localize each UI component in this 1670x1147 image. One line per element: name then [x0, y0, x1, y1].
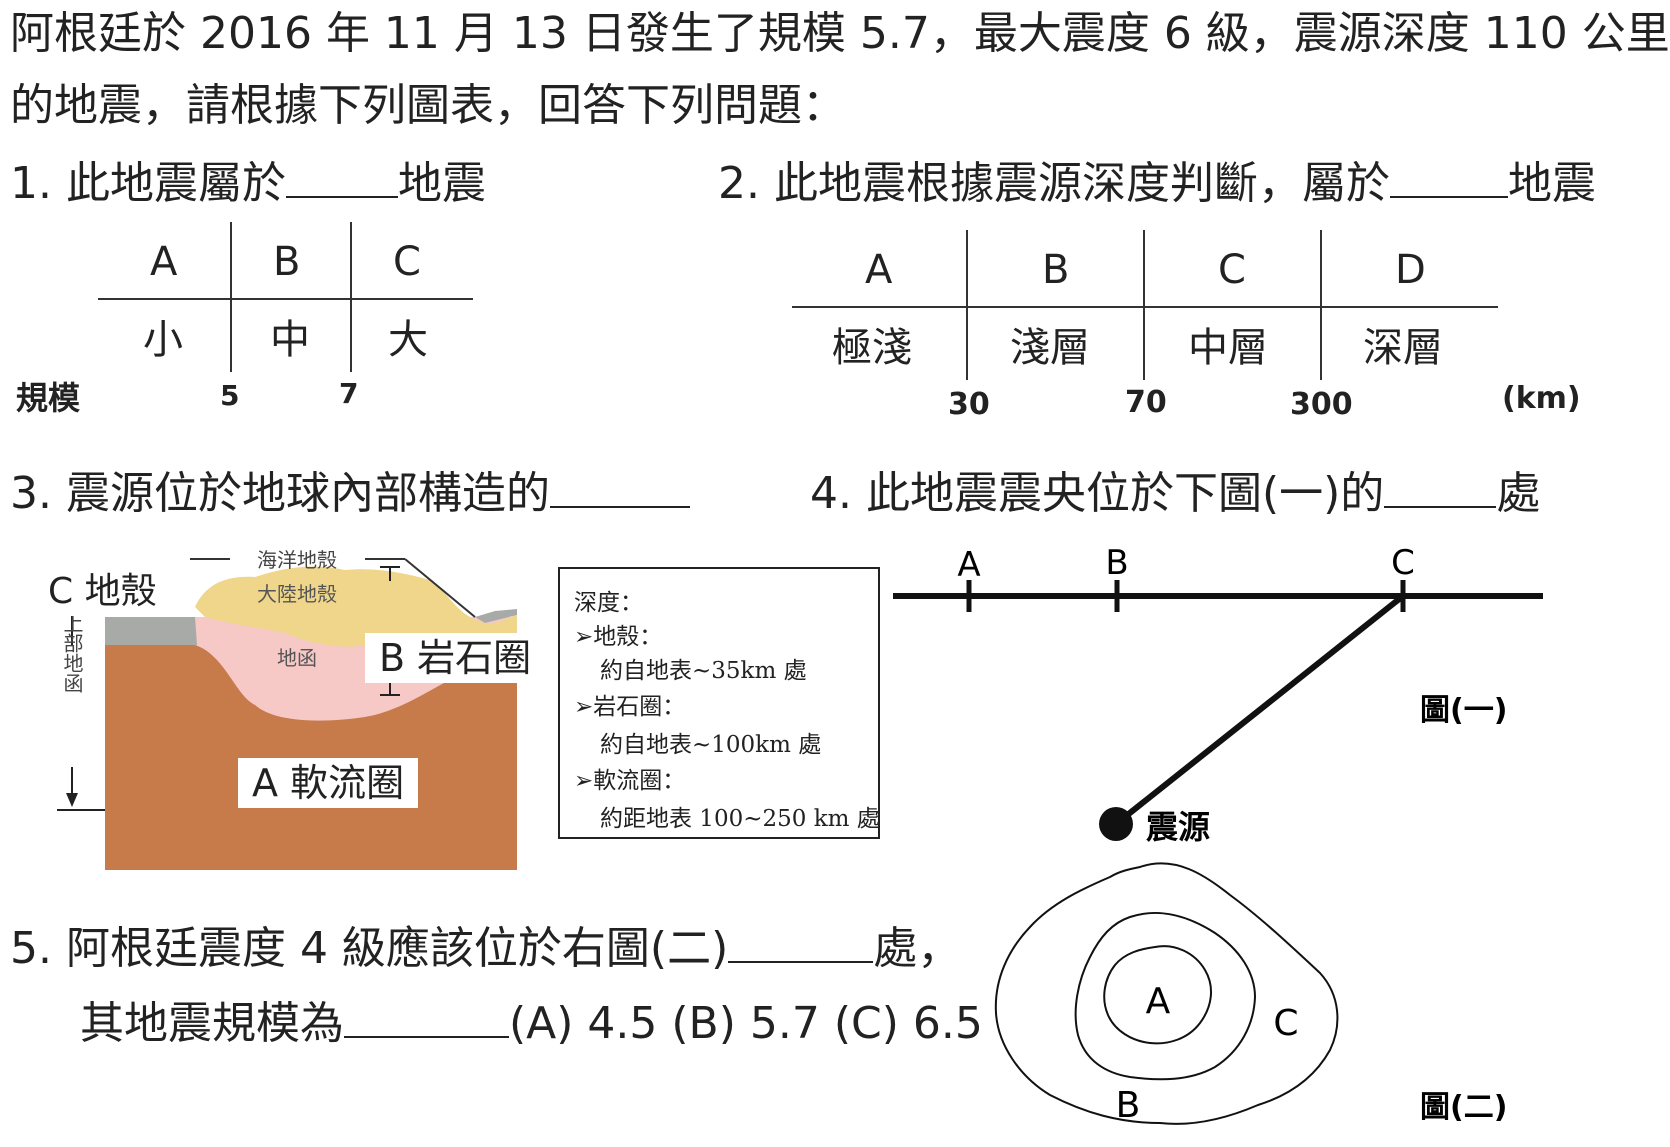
depth-cell-very-shallow: 極淺 [832, 325, 912, 371]
zone-b-label: B [1116, 1085, 1141, 1126]
magnitude-header-a: A [150, 239, 178, 285]
intensity-zone-c-boundary [994, 862, 1339, 1125]
legend-asthenosphere-name: 軟流圈： [593, 768, 686, 794]
upper-mantle-text: 上部地函 [60, 613, 84, 693]
legend-bullet-icon: ➢ [574, 624, 594, 650]
figure-2-caption: 圖(二) [1420, 1090, 1507, 1125]
depth-tick-300: 300 [1290, 387, 1353, 422]
figure-1-caption: 圖(一) [1420, 693, 1507, 728]
question-5-suffix: 處， [873, 923, 962, 974]
legend-lithosphere-name: 岩石圈： [593, 694, 686, 720]
depth-cell-intermediate: 中層 [1188, 325, 1268, 371]
depth-table-line-1 [966, 230, 968, 380]
continental-crust-layer [195, 566, 517, 651]
oceanic-crust-pointer [404, 558, 476, 618]
depth-cell-deep: 深層 [1363, 325, 1443, 371]
magnitude-table-line-1 [230, 222, 232, 372]
legend-title: 深度： [574, 590, 643, 616]
point-b-label: B [1105, 543, 1128, 583]
depth-legend: 深度： ➢地殼： 約自地表~35km 處 ➢岩石圈： 約自地表~100km 處 … [558, 567, 880, 839]
question-5-blank-1[interactable] [728, 925, 874, 963]
continental-crust-text: 大陸地殼 [257, 582, 337, 606]
point-c-label: C [1391, 543, 1415, 583]
question-3: 3. 震源位於地球內部構造的 [10, 470, 690, 516]
magnitude-header-c: C [393, 239, 421, 285]
magnitude-table-divider [98, 298, 473, 300]
question-1-suffix: 地震 [397, 158, 486, 209]
magnitude-header-b: B [273, 239, 301, 285]
legend-item-lithosphere: ➢岩石圈： [574, 687, 685, 721]
question-5-magnitude-text: 其地震規模為 [80, 998, 344, 1049]
depth-tick-70: 70 [1125, 385, 1167, 420]
question-3-blank[interactable] [549, 470, 690, 508]
magnitude-cell-medium: 中 [270, 317, 310, 363]
question-1: 1. 此地震屬於 地震 [10, 160, 486, 206]
depth-unit: (km) [1502, 381, 1581, 416]
question-1-blank[interactable] [285, 160, 398, 198]
legend-item-asthenosphere: ➢軟流圈： [574, 761, 685, 795]
oceanic-crust-text: 海洋地殼 [257, 548, 337, 572]
legend-bullet-icon: ➢ [574, 694, 594, 720]
question-4-suffix: 處 [1496, 468, 1541, 519]
label-crust-c: C 地殼 [40, 568, 165, 616]
focus-line [1114, 593, 1405, 827]
legend-crust-name: 地殼： [593, 624, 663, 650]
focus-label: 震源 [1146, 808, 1210, 846]
focus-point [1099, 807, 1133, 841]
depth-header-d: D [1395, 247, 1426, 293]
magnitude-cell-large: 大 [388, 317, 428, 363]
depth-header-c: C [1218, 247, 1246, 293]
depth-cell-shallow: 淺層 [1010, 325, 1090, 371]
depth-tick-30: 30 [948, 387, 990, 422]
magnitude-tick-5: 5 [220, 379, 240, 412]
zone-c-label: C [1273, 1003, 1298, 1044]
question-2-blank[interactable] [1389, 160, 1508, 198]
intensity-zone-a-boundary [1103, 945, 1212, 1045]
depth-table-divider [792, 306, 1498, 308]
oceanic-crust-layer [105, 617, 197, 645]
magnitude-axis-label: 規模 [16, 379, 81, 417]
question-2-suffix: 地震 [1507, 158, 1596, 209]
question-5-options: (A) 4.5 (B) 5.7 (C) 6.5 [509, 998, 983, 1049]
point-a-label: A [957, 545, 980, 585]
question-5-line-2: 其地震規模為 (A) 4.5 (B) 5.7 (C) 6.5 [80, 1000, 983, 1046]
legend-asthenosphere-desc: 約距地表 100~250 km 處 [600, 806, 880, 832]
question-5-blank-2[interactable] [344, 1000, 509, 1038]
question-5-line-1: 5. 阿根廷震度 4 級應該位於右圖(二) 處， [10, 925, 961, 971]
legend-crust-desc: 約自地表~35km 處 [600, 658, 807, 684]
intro-line-2: 的地震，請根據下列圖表，回答下列問題： [10, 80, 846, 131]
figure-1-epicenter: A B C 震源 圖(一) [893, 543, 1543, 846]
magnitude-table-line-2 [350, 222, 352, 372]
label-asthenosphere-a: A 軟流圈 [238, 758, 419, 808]
question-4-blank[interactable] [1384, 470, 1497, 508]
down-arrow-icon [66, 793, 78, 807]
question-4: 4. 此地震震央位於下圖(一)的 處 [810, 470, 1540, 516]
depth-table-line-3 [1320, 230, 1322, 380]
question-3-text: 3. 震源位於地球內部構造的 [10, 468, 550, 519]
zone-a-label: A [1146, 981, 1171, 1022]
mantle-text: 地函 [277, 646, 317, 670]
intro-line-1: 阿根廷於 2016 年 11 月 13 日發生了規模 5.7，最大震度 6 級，… [10, 8, 1670, 59]
magnitude-cell-small: 小 [143, 317, 183, 363]
legend-item-crust: ➢地殼： [574, 617, 662, 651]
question-1-text: 1. 此地震屬於 [10, 158, 286, 209]
question-4-text: 4. 此地震震央位於下圖(一)的 [810, 468, 1385, 519]
legend-bullet-icon: ➢ [574, 768, 594, 794]
question-2: 2. 此地震根據震源深度判斷，屬於 地震 [718, 160, 1596, 206]
oceanic-crust-right [475, 609, 517, 623]
depth-table-line-2 [1143, 230, 1145, 380]
intensity-zone-b-boundary [1074, 912, 1257, 1081]
figure-2-intensity-map: A B C 圖(二) [994, 862, 1507, 1126]
label-lithosphere-b: B 岩石圈 [365, 633, 546, 683]
legend-lithosphere-desc: 約自地表~100km 處 [600, 732, 822, 758]
magnitude-tick-7: 7 [339, 377, 359, 410]
question-2-text: 2. 此地震根據震源深度判斷，屬於 [718, 158, 1390, 209]
depth-header-a: A [865, 247, 893, 293]
question-5-text: 5. 阿根廷震度 4 級應該位於右圖(二) [10, 923, 729, 974]
depth-header-b: B [1042, 247, 1070, 293]
